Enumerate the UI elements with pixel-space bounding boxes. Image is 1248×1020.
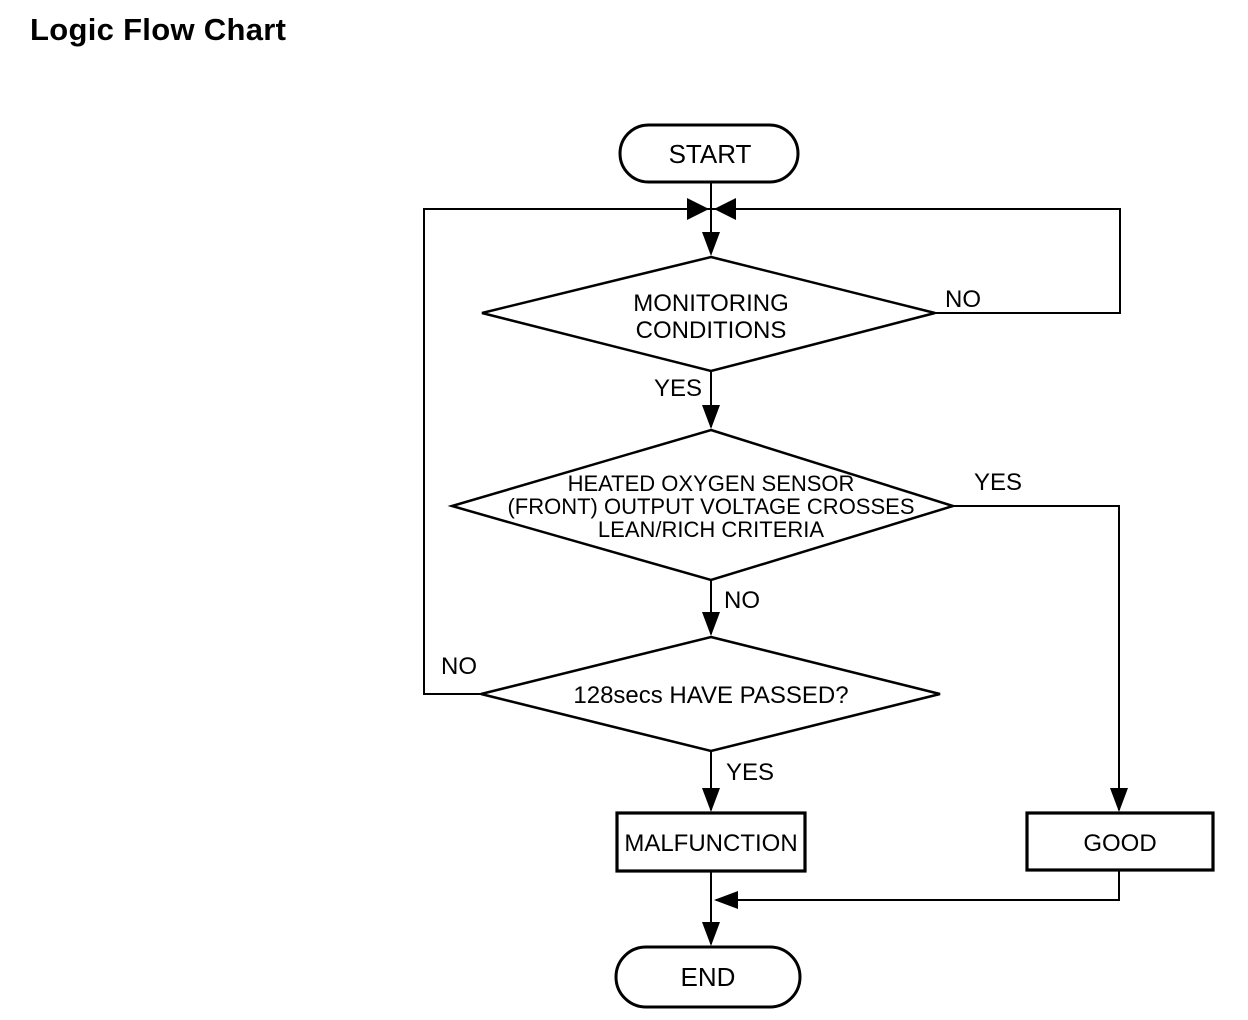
- edge-label-sensor-no: NO: [724, 587, 760, 614]
- edge-label-monitoring-yes: YES: [654, 375, 702, 402]
- sensor-label-line1: HEATED OXYGEN SENSOR: [568, 471, 855, 496]
- edge-timer-no-loop: [423, 208, 711, 695]
- arrow-good-merge-icon: [714, 891, 738, 909]
- edge-label-timer-yes: YES: [726, 759, 774, 786]
- edge-label-monitoring-no: NO: [945, 286, 981, 313]
- arrow-into-good-icon: [1110, 788, 1128, 812]
- start-shape: [618, 123, 800, 184]
- node-end: END: [614, 945, 802, 1009]
- sensor-shape: [447, 428, 958, 582]
- arrow-into-monitoring-icon: [702, 232, 720, 256]
- monitoring-label-line1: MONITORING: [633, 290, 789, 317]
- monitoring-shape: [481, 255, 936, 373]
- timer-label: 128secs HAVE PASSED?: [573, 682, 848, 709]
- good-shape: [1025, 811, 1215, 872]
- node-oxygen-sensor: HEATED OXYGEN SENSOR (FRONT) OUTPUT VOLT…: [447, 428, 958, 582]
- node-start: START: [618, 123, 800, 184]
- sensor-label-line2: (FRONT) OUTPUT VOLTAGE CROSSES: [507, 494, 914, 519]
- arrow-into-malfunction-icon: [702, 788, 720, 812]
- end-label: END: [681, 962, 736, 992]
- edge-monitoring-no-loop: [711, 208, 1121, 314]
- sensor-label-line3: LEAN/RICH CRITERIA: [598, 517, 824, 542]
- arrow-into-sensor-icon: [702, 405, 720, 429]
- node-monitoring-conditions: MONITORING CONDITIONS: [481, 255, 936, 373]
- node-good: GOOD: [1025, 811, 1215, 872]
- edge-label-sensor-yes: YES: [974, 469, 1022, 496]
- end-shape: [614, 945, 802, 1009]
- start-label: START: [669, 139, 752, 169]
- arrow-into-end-icon: [702, 922, 720, 946]
- arrow-into-timer-icon: [702, 612, 720, 636]
- timer-shape: [480, 635, 941, 753]
- node-timer: 128secs HAVE PASSED?: [480, 635, 941, 753]
- malfunction-shape: [615, 811, 807, 873]
- merge-arrow-left-icon: [687, 198, 709, 220]
- malfunction-label: MALFUNCTION: [624, 830, 797, 857]
- edge-sensor-yes: [953, 505, 1120, 810]
- edge-good-to-merge: [716, 870, 1120, 901]
- page-title: Logic Flow Chart: [30, 12, 287, 47]
- good-label: GOOD: [1083, 830, 1156, 857]
- merge-arrow-right-icon: [714, 198, 736, 220]
- monitoring-label-line2: CONDITIONS: [636, 317, 787, 344]
- edge-label-timer-no: NO: [441, 653, 477, 680]
- node-malfunction: MALFUNCTION: [615, 811, 807, 873]
